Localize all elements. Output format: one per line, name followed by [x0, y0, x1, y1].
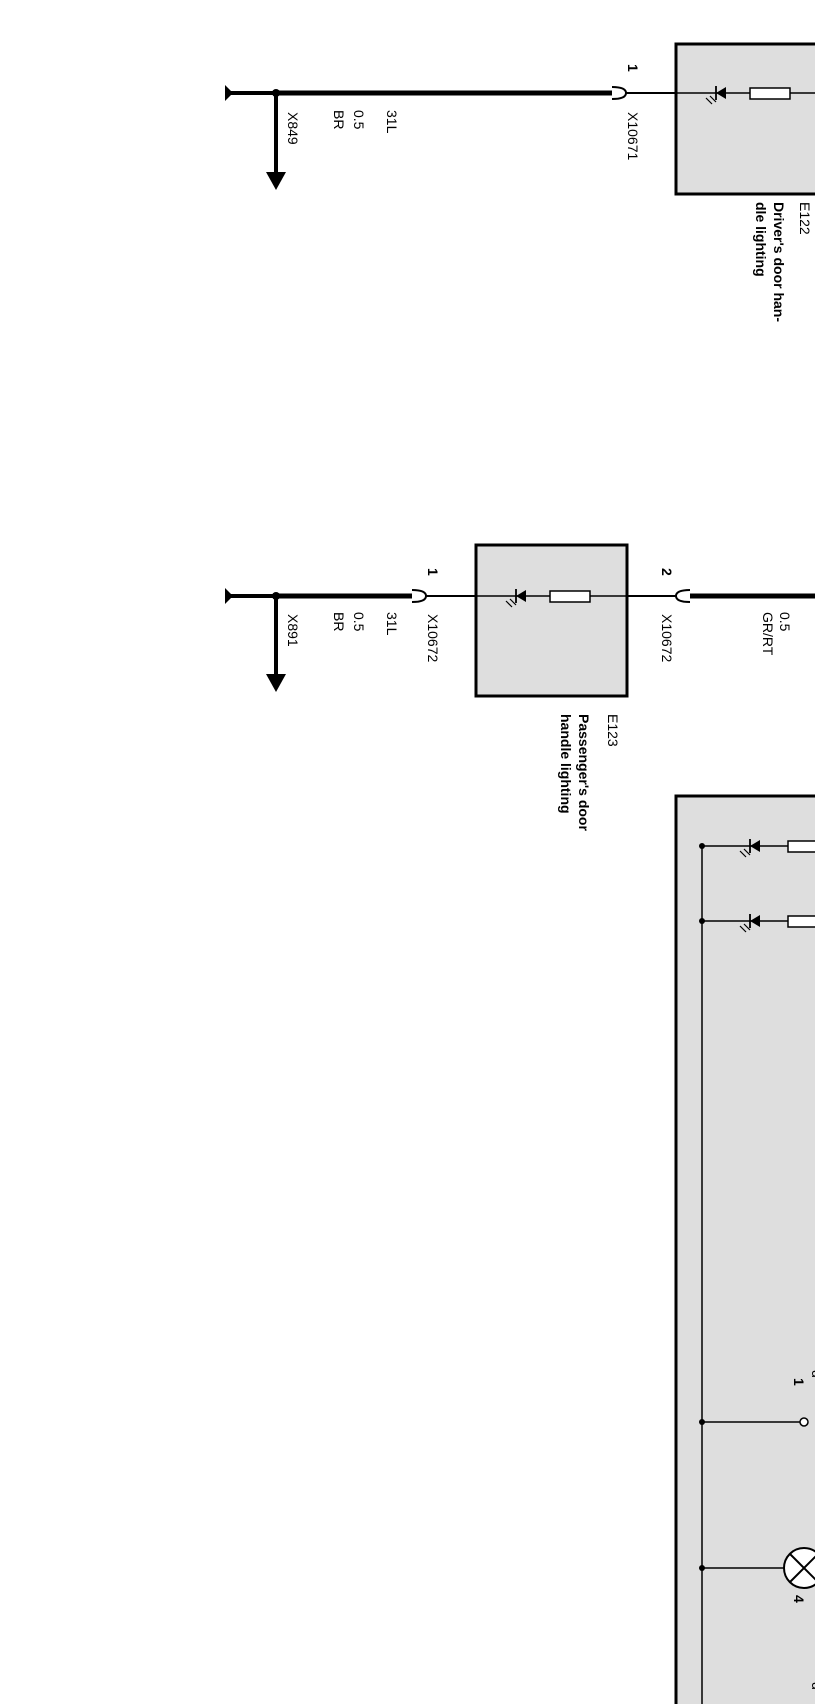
- resistor-icon: [549, 590, 591, 603]
- component-box-e123: [474, 543, 629, 698]
- connector-label-passenger-pin1: X10672: [425, 614, 441, 662]
- component-name-e122-l2: dle lighting: [753, 202, 769, 277]
- ground-ref-passenger: X891: [285, 614, 301, 647]
- led-icon: [739, 839, 760, 858]
- connector-label-passenger-pin2: X10672: [659, 614, 675, 662]
- lamp-contact-glyph: d: [809, 1682, 815, 1690]
- wire-size-driver: 0.5: [351, 110, 367, 130]
- wire-code-driver: 31L: [384, 110, 400, 134]
- wire-code-passenger: 31L: [384, 612, 400, 636]
- passenger-handle-circuit: 31L 0.5 BR X891 X10672 1 X10672 2 0.5 GR…: [225, 543, 815, 831]
- component-name-e122-l1: Driver's door han-: [771, 202, 787, 322]
- wire-size-passenger: 0.5: [351, 612, 367, 632]
- module-box: [674, 794, 815, 1704]
- connector-hook-x10671: [611, 86, 628, 100]
- component-name-e123-l1: Passenger's door: [576, 714, 592, 831]
- ground-arrow-icon: [266, 674, 286, 692]
- control-module: d 1 4 d: [674, 794, 815, 1704]
- ground-ref-driver: X849: [285, 112, 301, 145]
- component-name-e123-l2: handle lighting: [558, 714, 574, 814]
- wire-color-passenger: BR: [331, 612, 347, 631]
- component-id-e123: E123: [605, 714, 621, 747]
- pin-label-passenger-1: 1: [425, 568, 441, 576]
- connector-hook-x10672-pin1: [411, 589, 428, 603]
- lamp-icon: [783, 1547, 815, 1589]
- resistor-icon: [787, 840, 815, 853]
- resistor-icon: [787, 915, 815, 928]
- switch-contact-icon: [799, 1417, 809, 1427]
- led-icon: [739, 914, 760, 933]
- lamp-pin-label: 4: [791, 1595, 807, 1603]
- led-icon: [500, 589, 528, 608]
- wire-color-driver: BR: [331, 110, 347, 129]
- switch-pin-label: 1: [791, 1378, 807, 1386]
- component-id-e122: E122: [797, 202, 813, 235]
- connector-label-driver: X10671: [625, 112, 641, 160]
- connector-hook-x10672-pin2: [674, 589, 691, 603]
- wire-size-passenger-in: 0.5: [777, 612, 793, 632]
- resistor-icon: [749, 87, 791, 100]
- ground-arrow-icon: [266, 172, 286, 190]
- wire-color-passenger-in: GR/RT: [760, 612, 776, 656]
- driver-handle-circuit: 31L 0.5 BR X849 X10671 1 E122 Driver's d…: [225, 42, 815, 322]
- led-icon: [700, 86, 728, 105]
- pin-label-driver: 1: [625, 64, 641, 72]
- pin-label-passenger-2: 2: [659, 568, 675, 576]
- component-box-e122: [674, 42, 815, 196]
- switch-contact-glyph: d: [809, 1370, 815, 1378]
